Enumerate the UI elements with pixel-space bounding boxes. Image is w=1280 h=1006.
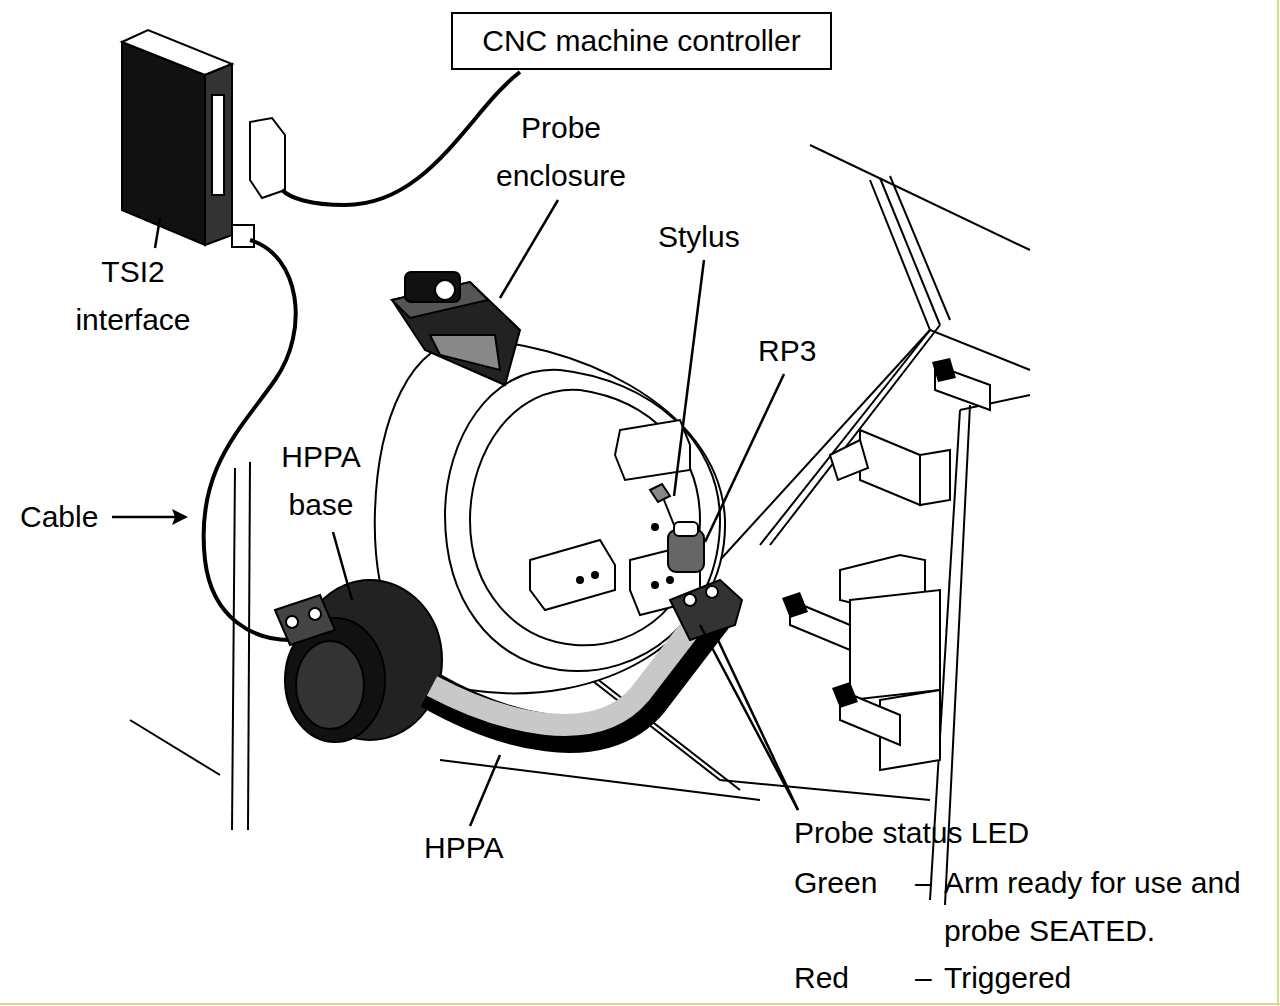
note-text: Arm ready for use and probe SEATED. bbox=[944, 859, 1274, 955]
part-label: RP3 bbox=[758, 331, 816, 371]
led-colour: Red bbox=[794, 958, 849, 998]
note-text: Triggered bbox=[944, 958, 1071, 998]
part-label: TSI2 interface bbox=[63, 248, 203, 344]
part-label: HPPA base bbox=[266, 433, 376, 529]
part-label: HPPA bbox=[424, 828, 503, 868]
part-label: Probe enclosure bbox=[486, 104, 636, 200]
box-text: CNC machine controller bbox=[482, 24, 800, 58]
note-heading: Probe status LED bbox=[794, 813, 1029, 853]
dash: – bbox=[915, 958, 932, 998]
part-label: Cable bbox=[20, 497, 98, 537]
led-colour: Green bbox=[794, 863, 877, 903]
part-label: Stylus bbox=[658, 217, 740, 257]
dash: – bbox=[915, 863, 932, 903]
controller-box: CNC machine controller bbox=[451, 12, 832, 70]
